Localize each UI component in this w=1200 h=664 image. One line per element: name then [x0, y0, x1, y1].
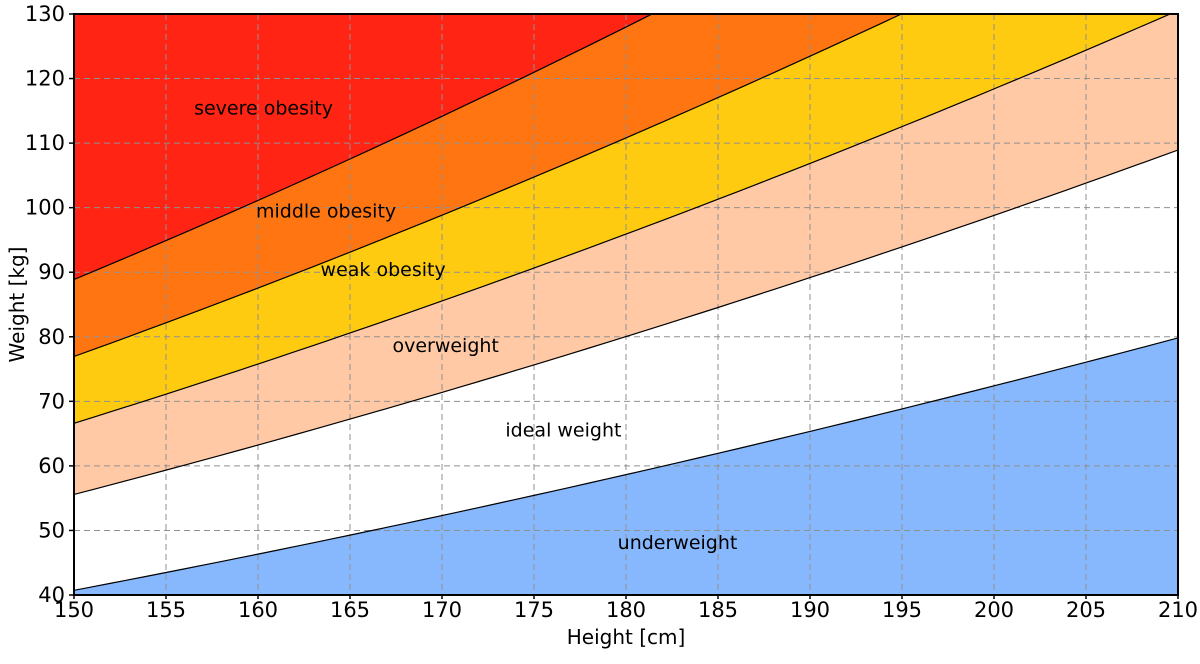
y-tick-label: 110	[25, 131, 65, 155]
y-tick-label: 70	[38, 389, 65, 413]
x-tick-label: 185	[698, 598, 738, 622]
x-tick-label: 190	[790, 598, 830, 622]
x-tick-label: 200	[974, 598, 1014, 622]
y-tick-label: 80	[38, 325, 65, 349]
x-axis-label: Height [cm]	[567, 625, 686, 649]
y-tick-label: 130	[25, 2, 65, 26]
x-tick-label: 160	[238, 598, 278, 622]
x-tick-label: 170	[422, 598, 462, 622]
zone-label-underweight: underweight	[618, 532, 738, 554]
zone-underweight	[74, 337, 1178, 595]
x-tick-label: 165	[330, 598, 370, 622]
x-tick-label: 195	[882, 598, 922, 622]
x-tick-label: 210	[1158, 598, 1198, 622]
x-tick-label: 150	[54, 598, 94, 622]
x-tick-label: 180	[606, 598, 646, 622]
x-tick-label: 155	[146, 598, 186, 622]
zone-label-severe-obesity: severe obesity	[194, 97, 333, 119]
boundary-line	[74, 14, 654, 281]
boundary-line	[74, 337, 1178, 591]
y-tick-label: 90	[38, 260, 65, 284]
zone-labels: severe obesity middle obesity weak obesity…	[194, 97, 737, 553]
zone-weak-obesity	[74, 14, 1171, 424]
zone-label-middle-obesity: middle obesity	[256, 201, 396, 223]
boundary-line	[74, 14, 903, 358]
zone-middle-obesity	[74, 14, 902, 357]
y-tick-label: 40	[38, 583, 65, 607]
y-tick-label: 120	[25, 67, 65, 91]
zone-label-ideal-weight: ideal weight	[505, 420, 621, 442]
boundary-line	[74, 149, 1178, 496]
zone-ideal-weight	[74, 150, 1178, 591]
y-tick-labels: 40 50 60 70 80 90 100 110 120 130	[25, 2, 74, 607]
zone-label-overweight: overweight	[392, 335, 498, 357]
bmi-boundary-lines	[74, 14, 1178, 591]
x-tick-labels: 150 155 160 165 170 175 180 185 190 195 200 205 210	[54, 595, 1198, 622]
y-tick-label: 100	[25, 196, 65, 220]
y-axis-label: Weight [kg]	[5, 247, 29, 363]
zone-label-weak-obesity: weak obesity	[321, 259, 446, 281]
zone-severe-obesity	[74, 14, 653, 280]
y-tick-label: 50	[38, 518, 65, 542]
x-tick-label: 175	[514, 598, 554, 622]
y-tick-label: 60	[38, 454, 65, 478]
x-tick-label: 205	[1066, 598, 1106, 622]
boundary-line	[74, 14, 1172, 424]
